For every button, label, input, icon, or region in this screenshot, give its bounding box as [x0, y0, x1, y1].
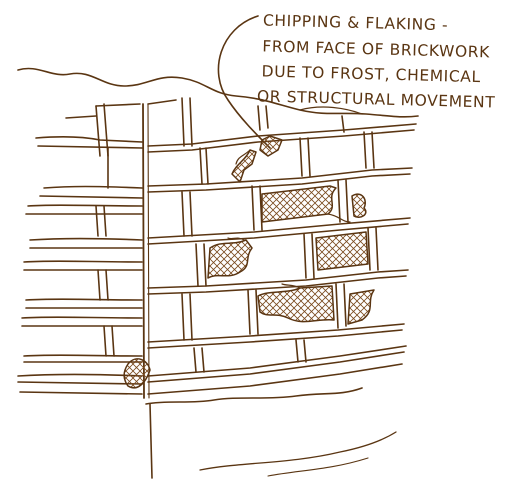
- annotation-line-3: DUE TO FROST, CHEMICAL: [261, 62, 481, 86]
- annotation-line-1: CHIPPING & FLAKING -: [263, 11, 449, 34]
- left-wall-face: [18, 104, 142, 394]
- annotation-line-2: FROM FACE OF BRICKWORK: [262, 37, 490, 61]
- spall-top: [260, 136, 282, 156]
- spall-corner-base: [124, 359, 150, 388]
- corner-arris: [143, 104, 144, 398]
- spall-course5-right: [348, 290, 374, 324]
- leader-line: [218, 16, 270, 148]
- spall-course5-middle: [258, 286, 334, 322]
- annotation-text: CHIPPING & FLAKING - FROM FACE OF BRICKW…: [257, 11, 498, 111]
- spall-course4-left: [208, 240, 252, 278]
- right-wall-face: [148, 98, 416, 394]
- spall-course3-large: [262, 186, 336, 222]
- spall-course4-right: [316, 232, 368, 270]
- spall-course3-right: [352, 194, 366, 217]
- ground-line: [146, 388, 362, 404]
